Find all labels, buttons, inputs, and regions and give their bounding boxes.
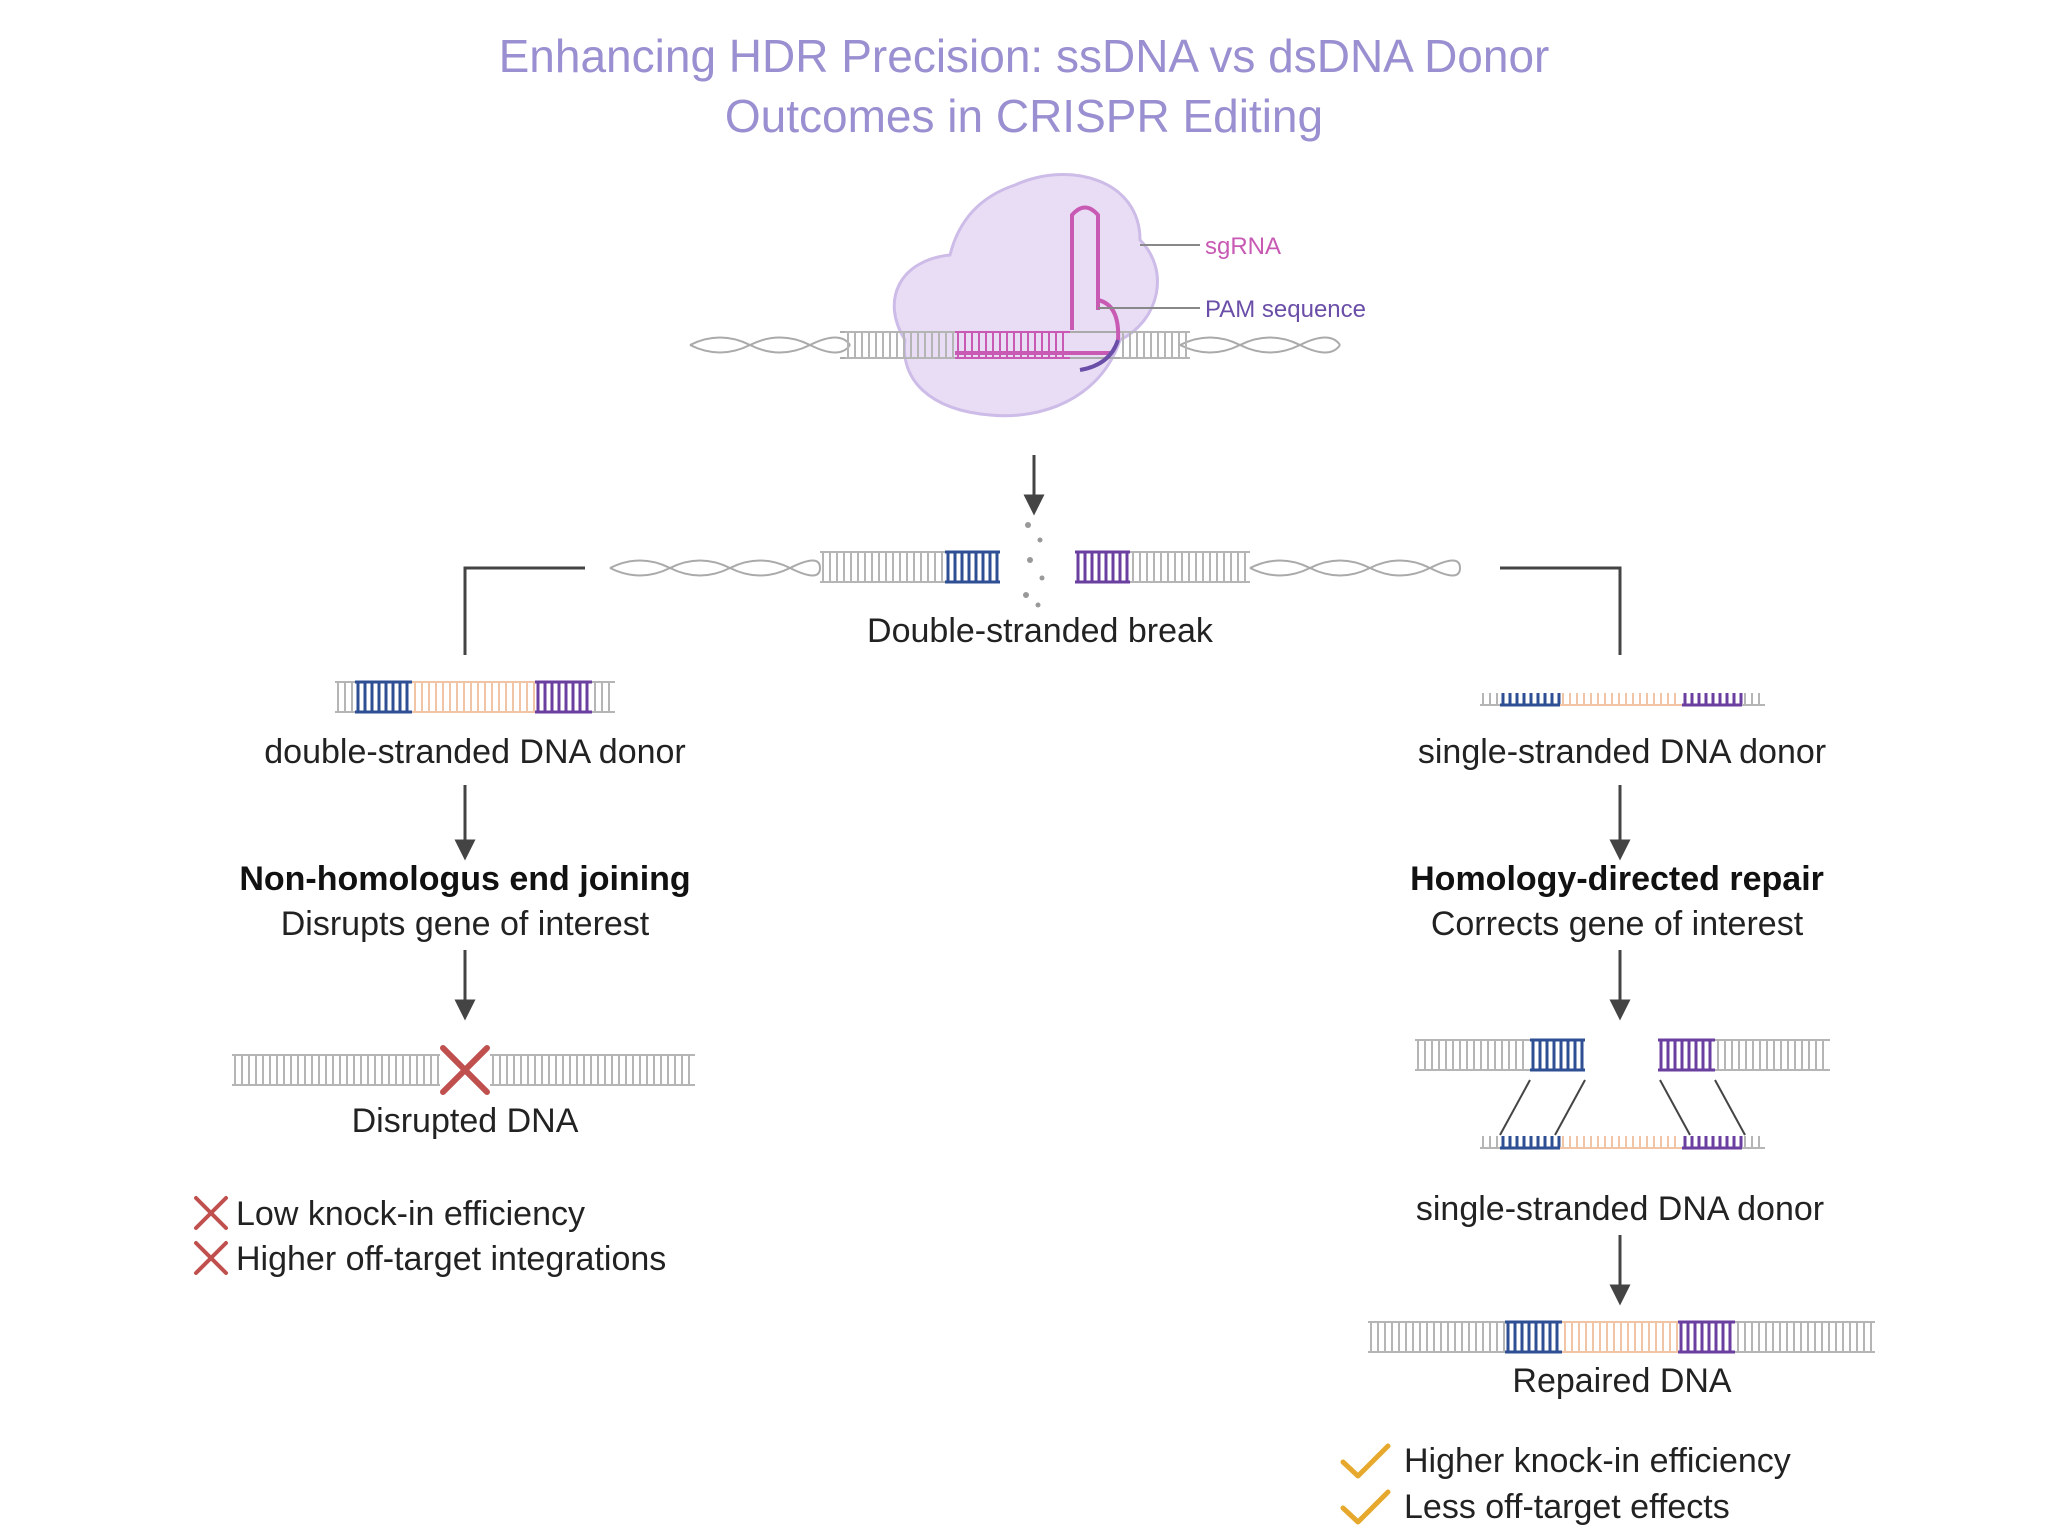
hdr-broken-dna-illustration (1415, 1038, 1830, 1072)
nhej-description: Disrupts gene of interest (281, 905, 650, 943)
dsdna-donor-illustration (335, 680, 615, 714)
right-outcome-text-2: Less off-target effects (1404, 1488, 1730, 1526)
cross-icon (194, 1196, 228, 1230)
right-outcome-2: Less off-target effects (1340, 1488, 1730, 1526)
sgrna-label: sgRNA (1205, 233, 1281, 260)
cas9-complex-illustration: sgRNA PAM sequence (689, 172, 1366, 418)
check-icon (1340, 1489, 1391, 1525)
right-outcome-1: Higher knock-in efficiency (1340, 1442, 1791, 1480)
broken-dna-illustration (609, 522, 1461, 608)
repaired-dna-illustration (1368, 1320, 1875, 1354)
cross-icon (194, 1241, 228, 1275)
left-outcome-1: Low knock-in efficiency (194, 1195, 585, 1233)
pam-sequence-label: PAM sequence (1205, 296, 1366, 323)
cas9-protein-body (892, 172, 1159, 418)
ssdna-donor-label-2: single-stranded DNA donor (1416, 1190, 1824, 1228)
hdr-title: Homology-directed repair (1410, 860, 1824, 898)
connector-left (463, 566, 585, 655)
hdr-ssdna-template-illustration (1480, 1136, 1765, 1150)
dsdna-donor-label: double-stranded DNA donor (264, 733, 686, 771)
break-fragments (1023, 522, 1045, 608)
hdr-description: Corrects gene of interest (1431, 905, 1804, 943)
title-line-2: Outcomes in CRISPR Editing (725, 90, 1323, 142)
ssdna-donor-label: single-stranded DNA donor (1418, 733, 1826, 771)
break-left-dna-segment (820, 550, 1000, 584)
sgrna-strand (955, 205, 1121, 355)
left-outcome-text-2: Higher off-target integrations (236, 1240, 666, 1278)
ssdna-donor-illustration (1480, 693, 1765, 707)
title-line-1: Enhancing HDR Precision: ssDNA vs dsDNA … (499, 30, 1550, 82)
disrupted-dna-label: Disrupted DNA (352, 1102, 579, 1140)
disruption-cross-icon (440, 1045, 490, 1095)
right-outcome-text-1: Higher knock-in efficiency (1404, 1442, 1791, 1480)
homology-pairing-lines (1499, 1079, 1746, 1136)
repaired-dna-label: Repaired DNA (1512, 1362, 1732, 1400)
check-icon (1340, 1443, 1391, 1479)
break-right-dna-segment (1075, 550, 1250, 584)
left-outcome-2: Higher off-target integrations (194, 1240, 666, 1278)
disrupted-dna-illustration (232, 1054, 695, 1086)
double-stranded-break-label: Double-stranded break (867, 612, 1214, 650)
pam-region (1079, 339, 1120, 372)
left-outcome-text-1: Low knock-in efficiency (236, 1195, 585, 1233)
connector-right (1500, 566, 1622, 655)
nhej-title: Non-homologus end joining (239, 860, 690, 898)
